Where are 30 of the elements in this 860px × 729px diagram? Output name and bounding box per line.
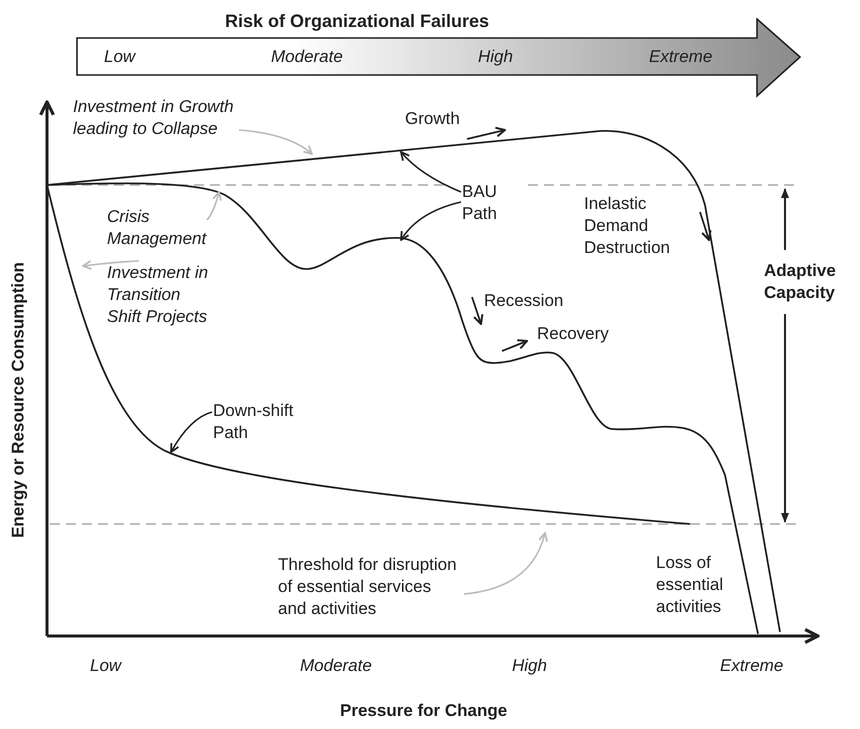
axis-tick-label: High — [512, 655, 547, 677]
leader-line — [170, 411, 212, 453]
axis-tick-label: Extreme — [720, 655, 784, 677]
curve-label: Inelastic Demand Destruction — [584, 193, 671, 260]
risk-level-text: Low — [104, 46, 136, 68]
leader-line — [464, 532, 548, 595]
annotation-text: Investment in Transition Shift Projects — [107, 262, 215, 328]
leader-line — [400, 151, 462, 193]
dimension-label: Adaptive Capacity — [764, 260, 837, 304]
axis-tick-label: Moderate — [300, 655, 372, 677]
scale-title: Risk of Organizational Failures — [225, 10, 490, 32]
annotation-text: Threshold for disruption of essential services and activities — [278, 554, 464, 620]
curve-label: Growth — [405, 108, 460, 130]
curve-label: Recession — [484, 290, 564, 312]
leader-line — [82, 260, 140, 270]
curve-label: Recovery — [537, 323, 609, 345]
annotation-text: Down-shift Path — [213, 400, 303, 444]
leader-line — [400, 201, 462, 241]
leader-line — [206, 191, 222, 220]
axis-title: Energy or Resource Consumption — [7, 262, 28, 538]
axis-title: Pressure for Change — [340, 700, 508, 722]
curve-label: Loss of essential activities — [656, 552, 724, 618]
leader-line — [238, 129, 313, 155]
annotation-text: Crisis Management — [107, 206, 207, 250]
risk-level-text: Extreme — [649, 46, 712, 68]
risk-level-text: Moderate — [271, 46, 343, 68]
annotation-text: Investment in Growth leading to Collapse — [73, 96, 239, 140]
annotation-text: BAU Path — [462, 181, 510, 226]
axis-tick-label: Low — [90, 655, 122, 677]
risk-level-text: High — [478, 46, 513, 68]
